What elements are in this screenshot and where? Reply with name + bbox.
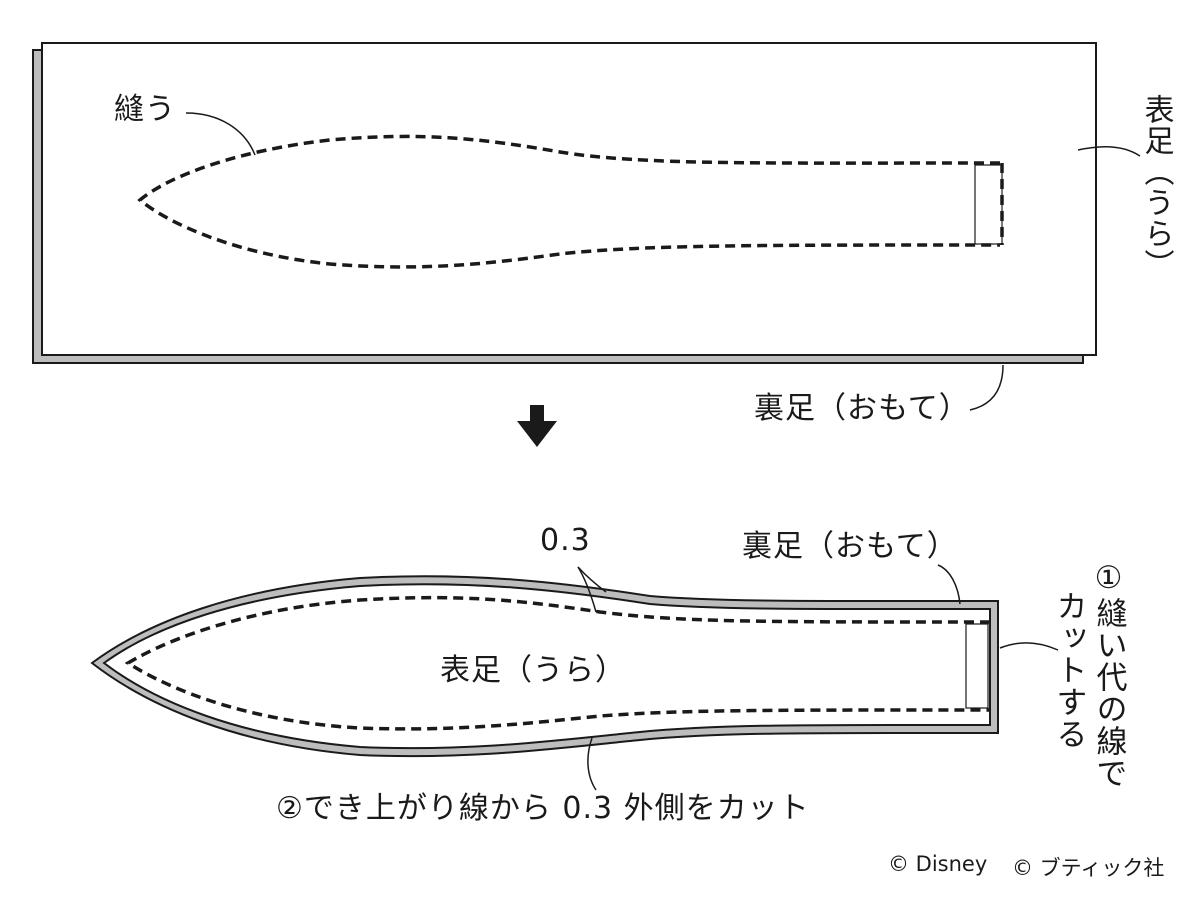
label-step2: ②でき上がり線から 0.3 外側をカット: [276, 791, 810, 826]
opening-mark-top: [974, 164, 1003, 245]
leader-measure-a: [577, 566, 607, 593]
label-step1-col2: カットする: [1050, 590, 1087, 750]
label-front-foot-back-side-vertical: 表足（うら）: [1138, 94, 1174, 280]
cut-piece-front-layer: [102, 583, 991, 750]
sewing-line-top: [137, 134, 1000, 269]
leader-back-foot-top: [969, 364, 1004, 411]
label-measure-03: 0.3: [540, 523, 591, 558]
leader-measure-b: [577, 566, 597, 613]
finished-line-bottom: [124, 595, 990, 731]
leader-sew: [185, 112, 256, 156]
credit-disney: © Disney: [888, 852, 988, 876]
down-arrow-icon: [517, 405, 557, 447]
label-sew: 縫う: [114, 92, 176, 127]
label-step1-col1: ①縫い代の線で: [1090, 560, 1127, 789]
leader-step1: [999, 642, 1059, 651]
credit-boutique: © ブティック社: [1012, 856, 1165, 880]
leader-back-foot-bottom: [937, 564, 961, 605]
label-back-foot-front-side-top: 裏足（おもて）: [754, 391, 970, 426]
leader-step2: [587, 737, 597, 791]
opening-mark-bottom: [965, 623, 989, 709]
label-front-foot-back-side-center: 表足（うら）: [440, 653, 626, 688]
front-fabric-layer: [41, 42, 1097, 356]
leader-front-foot-top: [1077, 145, 1141, 157]
label-back-foot-front-side-bottom: 裏足（おもて）: [742, 529, 958, 564]
